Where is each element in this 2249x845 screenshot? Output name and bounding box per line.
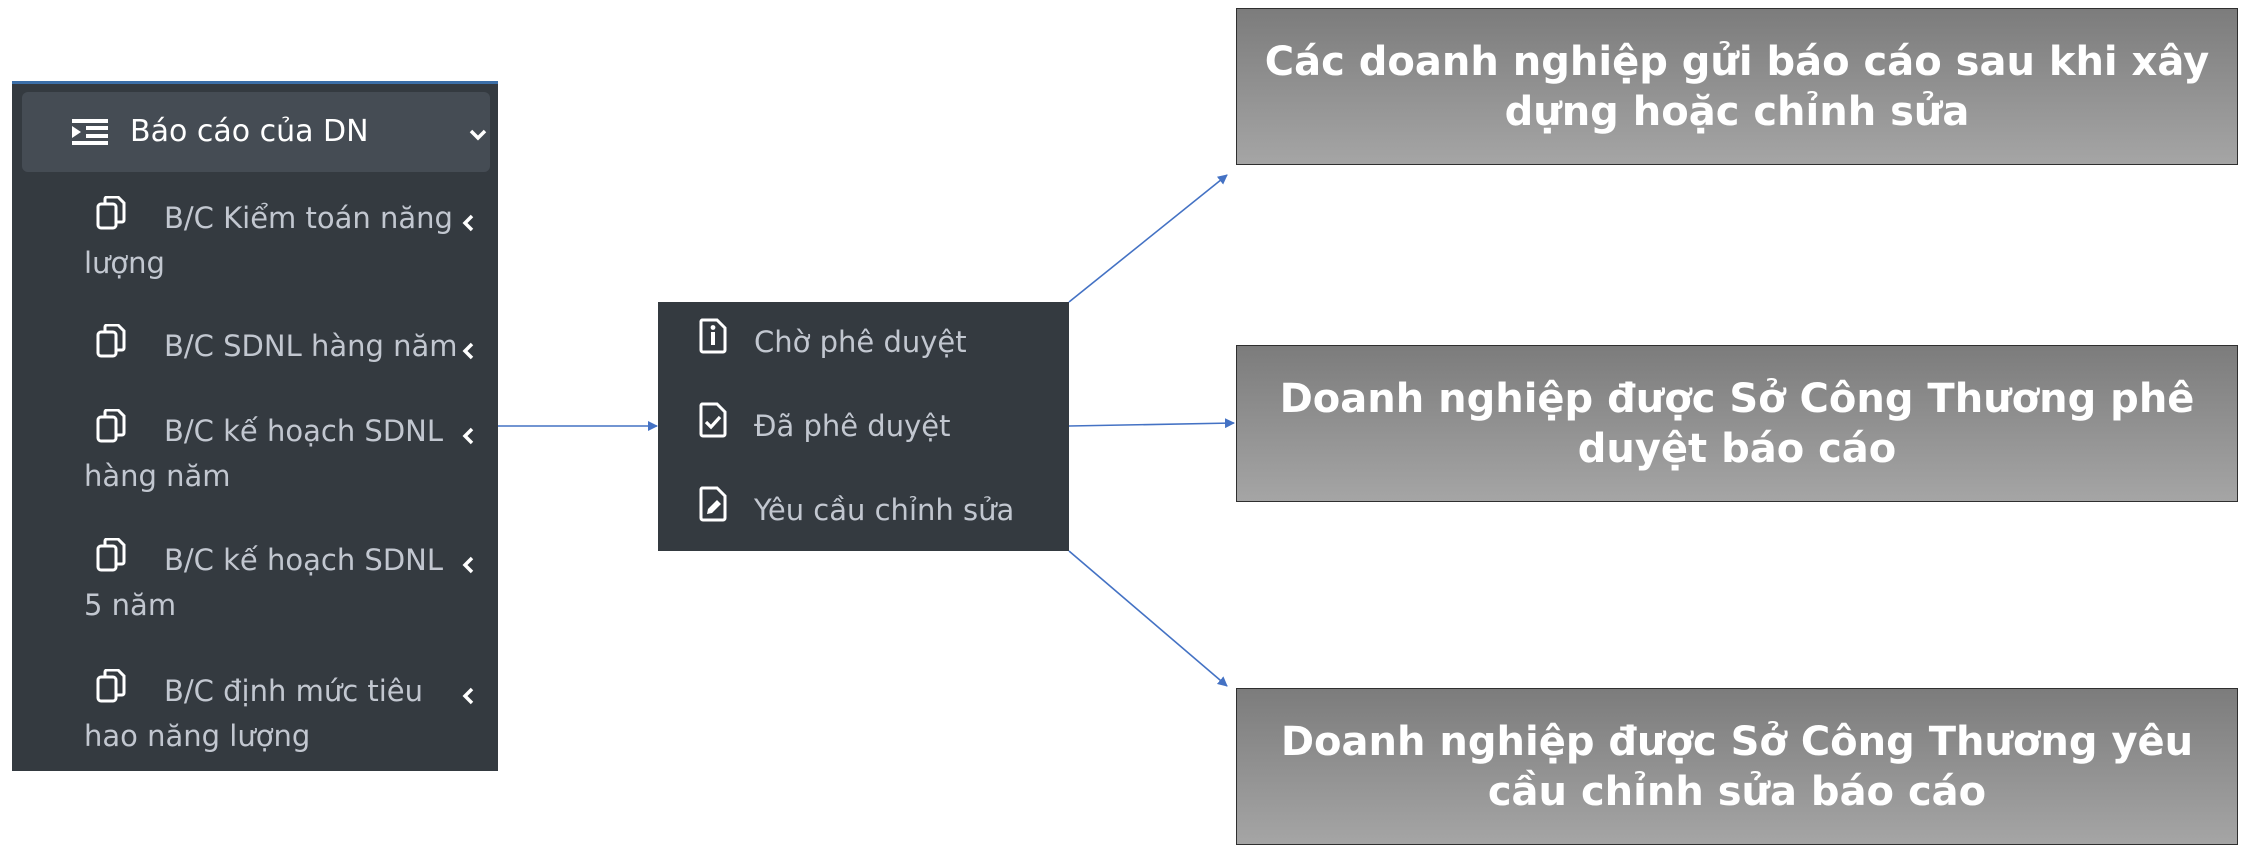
submenu-item-pending-approval[interactable]: Chờ phê duyệt — [658, 302, 1069, 386]
sidebar-item-label: B/C định mức tiêu hao năng lượng — [84, 674, 424, 753]
copy-icon — [96, 408, 126, 447]
copy-icon — [96, 537, 126, 576]
arrow-to-approved-box — [1068, 418, 1235, 429]
chevron-down-icon — [469, 126, 487, 145]
file-check-icon — [698, 402, 728, 442]
sidebar-item-label: B/C kế hoạch SDNL hàng năm — [84, 414, 444, 493]
submenu-item-label: Chờ phê duyệt — [754, 325, 967, 359]
copy-icon — [96, 195, 126, 234]
sidebar-item-label: B/C SDNL hàng năm — [164, 329, 458, 363]
chevron-left-icon — [462, 214, 474, 236]
submenu-item-revision-request[interactable]: Yêu cầu chỉnh sửa — [658, 470, 1069, 554]
file-info-icon — [698, 318, 728, 358]
sidebar-header-enterprise-reports[interactable]: Báo cáo của DN — [22, 92, 490, 172]
box-revision-description: Doanh nghiệp được Sở Công Thương yêu cầu… — [1236, 688, 2238, 845]
submenu-item-approved[interactable]: Đã phê duyệt — [658, 386, 1069, 470]
sidebar-item-label: B/C kế hoạch SDNL 5 năm — [84, 543, 444, 622]
sidebar-menu: Báo cáo của DN B/C Kiểm toán năng lượng … — [12, 81, 498, 771]
chevron-left-icon — [462, 687, 474, 709]
file-edit-icon — [698, 486, 728, 526]
arrow-to-revision-box — [1068, 550, 1228, 687]
box-approved-description: Doanh nghiệp được Sở Công Thương phê duy… — [1236, 345, 2238, 502]
arrow-to-pending-box — [1068, 174, 1228, 303]
chevron-left-icon — [462, 427, 474, 449]
submenu-item-label: Yêu cầu chỉnh sửa — [754, 493, 1015, 527]
copy-icon — [96, 323, 126, 362]
chevron-left-icon — [462, 342, 474, 364]
status-submenu: Chờ phê duyệt Đã phê duyệt Yêu cầu chỉnh… — [658, 302, 1069, 551]
submenu-item-label: Đã phê duyệt — [754, 409, 951, 443]
indent-list-icon — [72, 119, 108, 149]
chevron-left-icon — [462, 556, 474, 578]
sidebar-header-label: Báo cáo của DN — [130, 114, 369, 149]
copy-icon — [96, 668, 126, 707]
sidebar-item-label: B/C Kiểm toán năng lượng — [84, 201, 453, 280]
box-pending-description: Các doanh nghiệp gửi báo cáo sau khi xây… — [1236, 8, 2238, 165]
